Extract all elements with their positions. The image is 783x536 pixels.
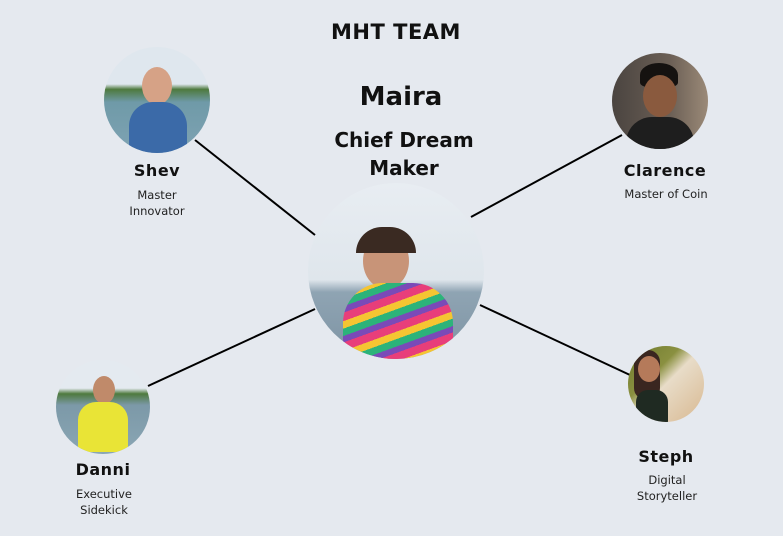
steph-photo[interactable] bbox=[628, 346, 704, 422]
danni-role-line2: Sidekick bbox=[80, 503, 128, 517]
leader-role-line1: Chief Dream bbox=[334, 128, 474, 152]
clarence-photo[interactable] bbox=[612, 53, 708, 149]
leader-role-line2: Maker bbox=[369, 156, 439, 180]
shev-role: Master Innovator bbox=[129, 187, 184, 219]
leader-name: Maira bbox=[359, 82, 443, 112]
danni-photo[interactable] bbox=[56, 360, 150, 454]
shev-photo[interactable] bbox=[104, 47, 210, 153]
connector-clarence bbox=[470, 134, 623, 218]
clarence-role: Master of Coin bbox=[624, 186, 707, 202]
danni-name: Danni bbox=[75, 460, 131, 479]
steph-role-line1: Digital bbox=[648, 473, 686, 487]
connector-danni bbox=[147, 308, 316, 387]
connector-steph bbox=[479, 304, 631, 376]
shev-role-line2: Innovator bbox=[129, 204, 185, 218]
connector-shev bbox=[194, 139, 316, 236]
danni-role: Executive Sidekick bbox=[76, 486, 132, 518]
leader-role: Chief Dream Maker bbox=[334, 126, 473, 182]
clarence-role-line1: Master of Coin bbox=[624, 187, 708, 201]
page-title: MHT TEAM bbox=[331, 20, 461, 44]
shev-role-line1: Master bbox=[137, 188, 177, 202]
steph-role: Digital Storyteller bbox=[637, 472, 697, 504]
danni-role-line1: Executive bbox=[76, 487, 132, 501]
steph-role-line2: Storyteller bbox=[636, 489, 698, 503]
shev-name: Shev bbox=[133, 161, 181, 180]
clarence-name: Clarence bbox=[623, 161, 707, 180]
leader-photo[interactable] bbox=[308, 183, 484, 359]
steph-name: Steph bbox=[638, 447, 694, 466]
